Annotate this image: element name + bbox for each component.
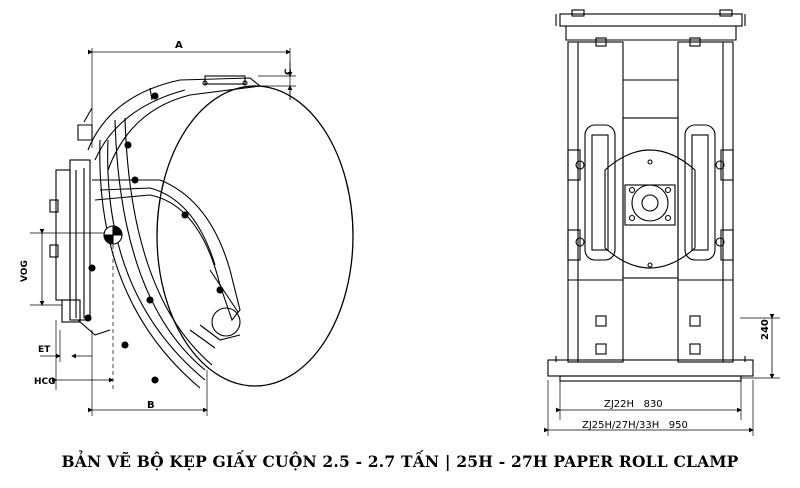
- right-arm-column: [677, 41, 734, 363]
- dim-zj25h-label: ZJ25H/27H/33H 950: [582, 420, 688, 431]
- upper-arm: [87, 77, 262, 171]
- dim-hcg-label: HCG: [34, 377, 56, 387]
- dim-240-label: 240: [760, 319, 771, 340]
- center-of-gravity-icon: [103, 225, 123, 245]
- front-view: [544, 9, 780, 436]
- dim-et-label: ET: [38, 345, 51, 355]
- dim-b-label: B: [147, 400, 155, 411]
- right-cylinder: [684, 124, 716, 261]
- pivot-circle: [211, 307, 241, 337]
- paper-roll-circle: [156, 85, 354, 387]
- top-cap: [559, 13, 743, 27]
- dim-zj22h-label: ZJ22H 830: [604, 399, 663, 410]
- dim-c-label: C: [284, 68, 294, 75]
- dim-vog-label: VOG: [20, 260, 30, 282]
- drawing-caption: BẢN VẼ BỘ KẸP GIẤY CUỘN 2.5 - 2.7 TẤN | …: [61, 452, 739, 471]
- side-view: [30, 48, 354, 416]
- dim-a-label: A: [175, 40, 183, 51]
- mast-plate: [55, 169, 71, 301]
- left-cylinder: [584, 124, 616, 261]
- lower-arm: [92, 179, 241, 322]
- rotator-ring: [604, 149, 696, 269]
- rotator-hub: [631, 184, 669, 222]
